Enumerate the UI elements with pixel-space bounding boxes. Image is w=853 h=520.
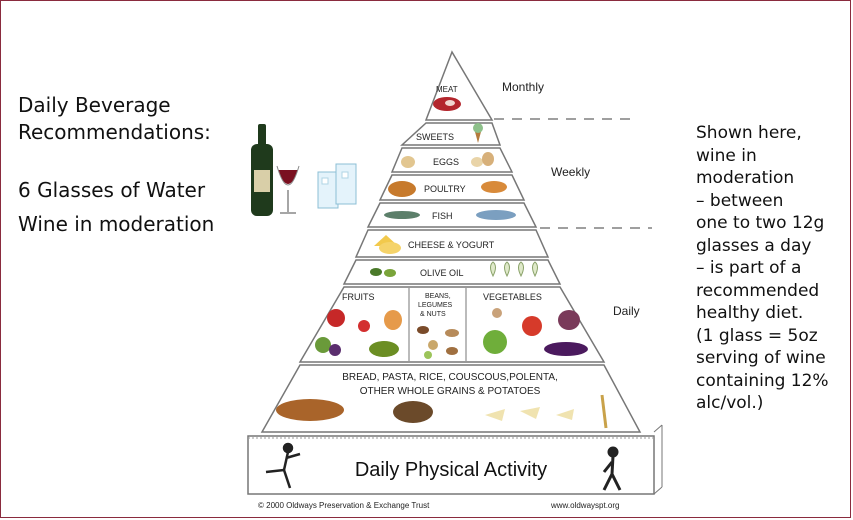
beverage-heading-line1: Daily Beverage	[18, 93, 171, 117]
label-beans-3: & NUTS	[420, 311, 446, 318]
tier-fish	[366, 202, 538, 228]
label-meat: MEAT	[436, 85, 458, 94]
wine-note-line: wine in	[696, 145, 757, 166]
beans-nuts-icon	[417, 326, 459, 359]
water-glasses-icon	[317, 163, 357, 209]
label-poultry: POULTRY	[424, 184, 466, 194]
wine-note-line: recommended	[696, 280, 820, 301]
label-sweets: SWEETS	[416, 132, 454, 142]
tier-physical-activity	[247, 435, 655, 495]
label-fruits: FRUITS	[342, 292, 375, 302]
meat-icon	[433, 97, 461, 111]
fish-icon	[384, 210, 516, 220]
wine-note-line: Shown here,	[696, 123, 802, 143]
cheese-icon	[374, 235, 401, 254]
label-fish: FISH	[432, 211, 453, 221]
tier-cheese	[354, 229, 550, 258]
oil-bottles-icon	[490, 261, 538, 278]
label-olive-oil: OLIVE OIL	[420, 268, 464, 278]
label-beans-2: LEGUMES	[418, 302, 453, 309]
tier-grains	[260, 364, 642, 433]
tier-poultry	[378, 174, 526, 201]
tier-eggs	[390, 147, 514, 173]
label-physical-activity: Daily Physical Activity	[355, 459, 547, 481]
label-beans-1: BEANS,	[425, 293, 451, 300]
beverage-heading-line2: Recommendations:	[18, 120, 211, 144]
fruits-icon	[315, 309, 402, 357]
poultry-icon	[388, 181, 507, 197]
label-grains-2: OTHER WHOLE GRAINS & POTATOES	[360, 386, 541, 397]
water-recommendation: 6 Glasses of Water	[18, 178, 206, 202]
wine-note-line: moderation	[696, 168, 795, 188]
wine-glass-icon	[276, 165, 300, 214]
label-monthly: Monthly	[502, 80, 544, 94]
website-credit: www.oldwayspt.org	[551, 501, 620, 510]
wine-recommendation: Wine in moderation	[18, 212, 215, 236]
vegetables-icon	[483, 308, 588, 356]
label-cheese-yogurt: CHEESE & YOGURT	[408, 240, 495, 250]
wine-note-line: healthy diet.	[696, 303, 804, 323]
walker-figure-icon	[602, 446, 622, 491]
label-weekly: Weekly	[551, 165, 590, 179]
wine-note-line: containing 12%	[696, 370, 829, 391]
label-grains-1: BREAD, PASTA, RICE, COUSCOUS,POLENTA,	[342, 372, 558, 383]
label-eggs: EGGS	[433, 157, 459, 167]
wine-bottle-icon	[251, 124, 273, 216]
beverage-illustration	[251, 124, 357, 216]
runner-figure-icon	[265, 442, 301, 489]
label-vegetables: VEGETABLES	[483, 292, 542, 302]
olives-icon	[370, 268, 396, 277]
wine-note-line: – is part of a	[696, 258, 802, 278]
label-daily: Daily	[613, 304, 640, 318]
eggs-icon	[401, 152, 494, 168]
sweets-icon	[473, 123, 483, 143]
wine-note-line: – between	[696, 190, 784, 211]
wine-note-line: (1 glass = 5oz	[696, 325, 818, 346]
grains-icon	[276, 394, 608, 429]
copyright-credit: © 2000 Oldways Preservation & Exchange T…	[258, 501, 430, 510]
wine-note-line: glasses a day	[696, 235, 812, 256]
wine-note-line: one to two 12g	[696, 213, 825, 233]
wine-note-line: serving of wine	[696, 348, 826, 368]
food-pyramid: Monthly Weekly Daily MEAT SWEETS EGGS PO…	[247, 50, 663, 495]
wine-note-line: alc/vol.)	[696, 393, 764, 413]
